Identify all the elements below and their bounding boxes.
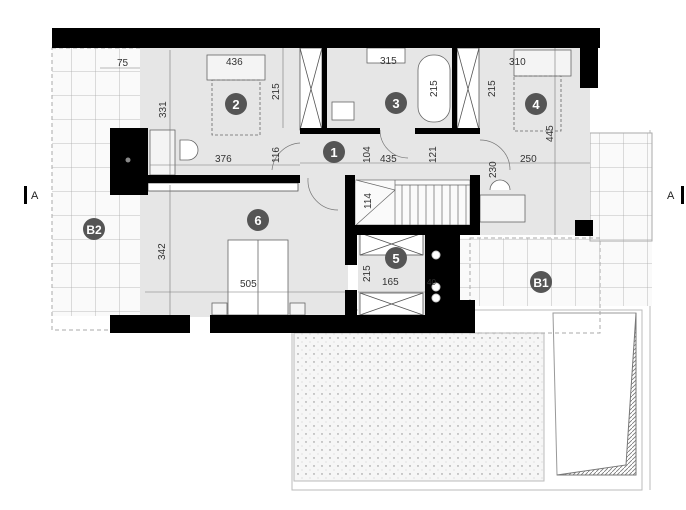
- svg-text:3: 3: [392, 96, 399, 111]
- void-area: [552, 312, 637, 476]
- desk-room-2: [149, 129, 176, 176]
- bed-room-2: [206, 54, 266, 81]
- balcony-badge-b2: B2: [83, 218, 105, 240]
- dim-436: 436: [226, 57, 243, 68]
- room-badge-6: 6: [247, 209, 269, 231]
- bathtub: [417, 54, 451, 123]
- svg-text:1: 1: [330, 145, 337, 160]
- svg-text:B1: B1: [533, 276, 549, 290]
- dim-75: 75: [117, 58, 129, 69]
- dim-40: 40: [427, 278, 436, 287]
- room-badge-5: 5: [385, 247, 407, 269]
- dim-215-bath: 215: [429, 80, 440, 97]
- room-badge-1: 1: [323, 141, 345, 163]
- dim-445: 445: [545, 125, 556, 142]
- dim-435: 435: [380, 154, 397, 165]
- room-badge-3: 3: [385, 92, 407, 114]
- svg-text:B2: B2: [86, 223, 102, 237]
- dim-114: 114: [363, 193, 374, 209]
- room-badge-4: 4: [525, 93, 547, 115]
- dim-331: 331: [158, 101, 169, 118]
- dim-505: 505: [240, 279, 257, 290]
- svg-text:2: 2: [232, 97, 239, 112]
- gravel-area: [293, 332, 545, 482]
- dim-376: 376: [215, 154, 232, 165]
- hatched-slope: [556, 312, 637, 476]
- dim-250: 250: [520, 154, 537, 165]
- dim-165: 165: [382, 277, 399, 288]
- dim-121: 121: [428, 146, 439, 163]
- bed-room-4: [513, 49, 572, 77]
- dim-116: 116: [271, 147, 282, 163]
- dim-215-room2: 215: [271, 83, 282, 100]
- dim-342: 342: [157, 243, 168, 260]
- svg-text:5: 5: [392, 251, 399, 266]
- balcony-badge-b1: B1: [530, 271, 552, 293]
- svg-text:4: 4: [532, 97, 540, 112]
- dim-310: 310: [509, 57, 526, 68]
- svg-text:6: 6: [254, 213, 261, 228]
- toilet: [331, 101, 355, 121]
- dim-215-room5: 215: [362, 265, 373, 282]
- balcony-b1-floor: [460, 238, 652, 306]
- dim-215-room4: 215: [487, 80, 498, 97]
- section-label-right: A: [667, 190, 675, 202]
- section-label-left: A: [31, 190, 39, 202]
- section-mark-right: [681, 186, 684, 204]
- dim-104: 104: [362, 146, 373, 163]
- dim-230: 230: [488, 161, 499, 178]
- section-mark-left: [24, 186, 27, 204]
- staircase: [355, 179, 471, 226]
- dim-315: 315: [380, 56, 397, 67]
- room-badge-2: 2: [225, 93, 247, 115]
